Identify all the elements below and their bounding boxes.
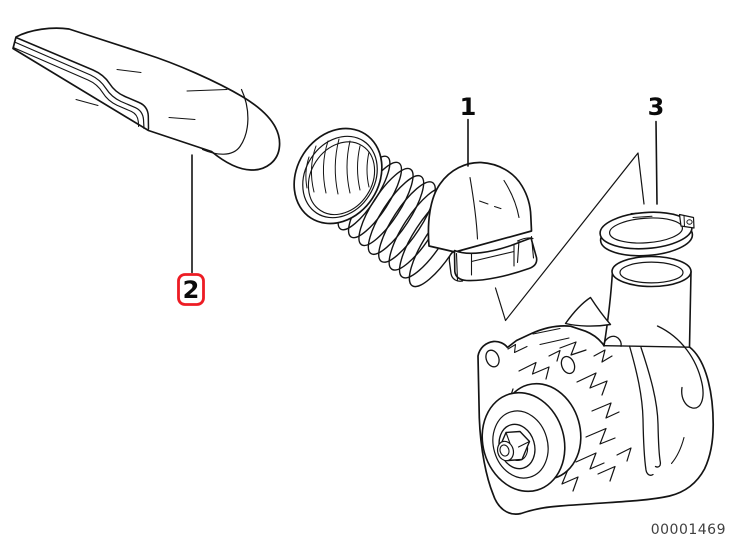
leader-line-3 <box>655 120 658 205</box>
callout-3[interactable]: 3 <box>648 93 665 205</box>
assembly-pointer-line <box>494 152 645 322</box>
callout-1[interactable]: 1 <box>460 93 477 167</box>
callout-2-label[interactable]: 2 <box>183 276 200 304</box>
hose-clamp-drawing <box>599 211 695 257</box>
callout-1-label[interactable]: 1 <box>460 93 477 121</box>
intake-air-scoop-drawing <box>12 27 281 171</box>
callout-2-highlight-box[interactable] <box>177 273 205 306</box>
callout-3-label[interactable]: 3 <box>648 93 665 121</box>
diagram-number: 00001469 <box>651 522 726 538</box>
alternator-drawing <box>477 255 715 515</box>
flexible-intake-hose-drawing <box>293 127 538 288</box>
callout-2[interactable]: 2 <box>177 154 205 306</box>
